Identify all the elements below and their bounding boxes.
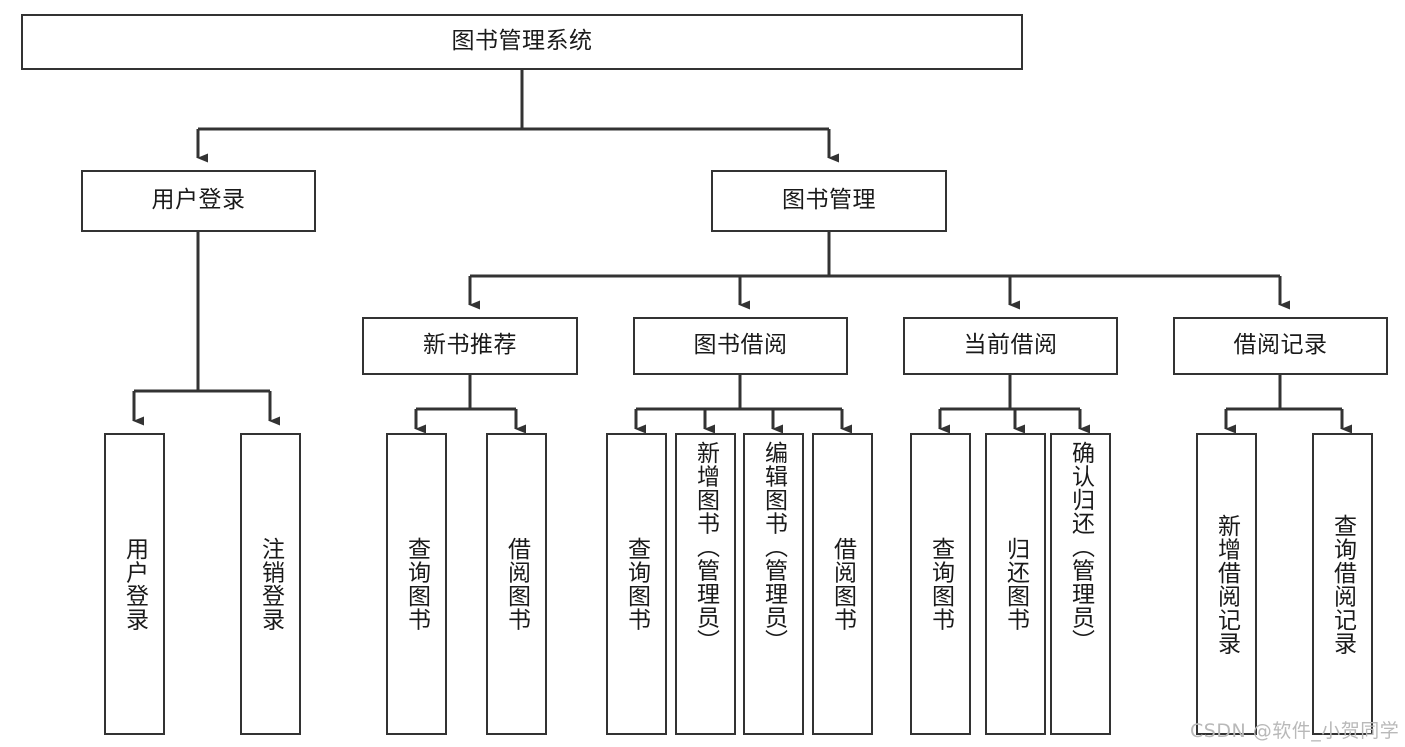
leaf-edit-book-admin[interactable]: 编辑图书（管理员） [743, 433, 804, 735]
node-user-login[interactable]: 用户登录 [81, 170, 316, 232]
leaf-return-book[interactable]: 归还图书 [985, 433, 1046, 735]
node-book-borrow[interactable]: 图书借阅 [633, 317, 848, 375]
csdn-watermark: CSDN @软件_小贺同学 [1190, 720, 1400, 742]
leaf-query-books-recommend[interactable]: 查询图书 [386, 433, 447, 735]
leaf-query-books-borrow[interactable]: 查询图书 [606, 433, 667, 735]
leaf-borrow-book[interactable]: 借阅图书 [812, 433, 873, 735]
leaf-borrow-books-recommend[interactable]: 借阅图书 [486, 433, 547, 735]
node-new-book-recommend[interactable]: 新书推荐 [362, 317, 578, 375]
leaf-logout[interactable]: 注销登录 [240, 433, 301, 735]
leaf-user-login[interactable]: 用户登录 [104, 433, 165, 735]
node-root-system[interactable]: 图书管理系统 [21, 14, 1023, 70]
leaf-confirm-return-admin[interactable]: 确认归还（管理员） [1050, 433, 1111, 735]
node-book-management[interactable]: 图书管理 [711, 170, 947, 232]
node-borrow-records[interactable]: 借阅记录 [1173, 317, 1388, 375]
leaf-query-borrow-record[interactable]: 查询借阅记录 [1312, 433, 1373, 735]
leaf-add-borrow-record[interactable]: 新增借阅记录 [1196, 433, 1257, 735]
node-current-borrow[interactable]: 当前借阅 [903, 317, 1118, 375]
leaf-query-books-current[interactable]: 查询图书 [910, 433, 971, 735]
leaf-add-book-admin[interactable]: 新增图书（管理员） [675, 433, 736, 735]
